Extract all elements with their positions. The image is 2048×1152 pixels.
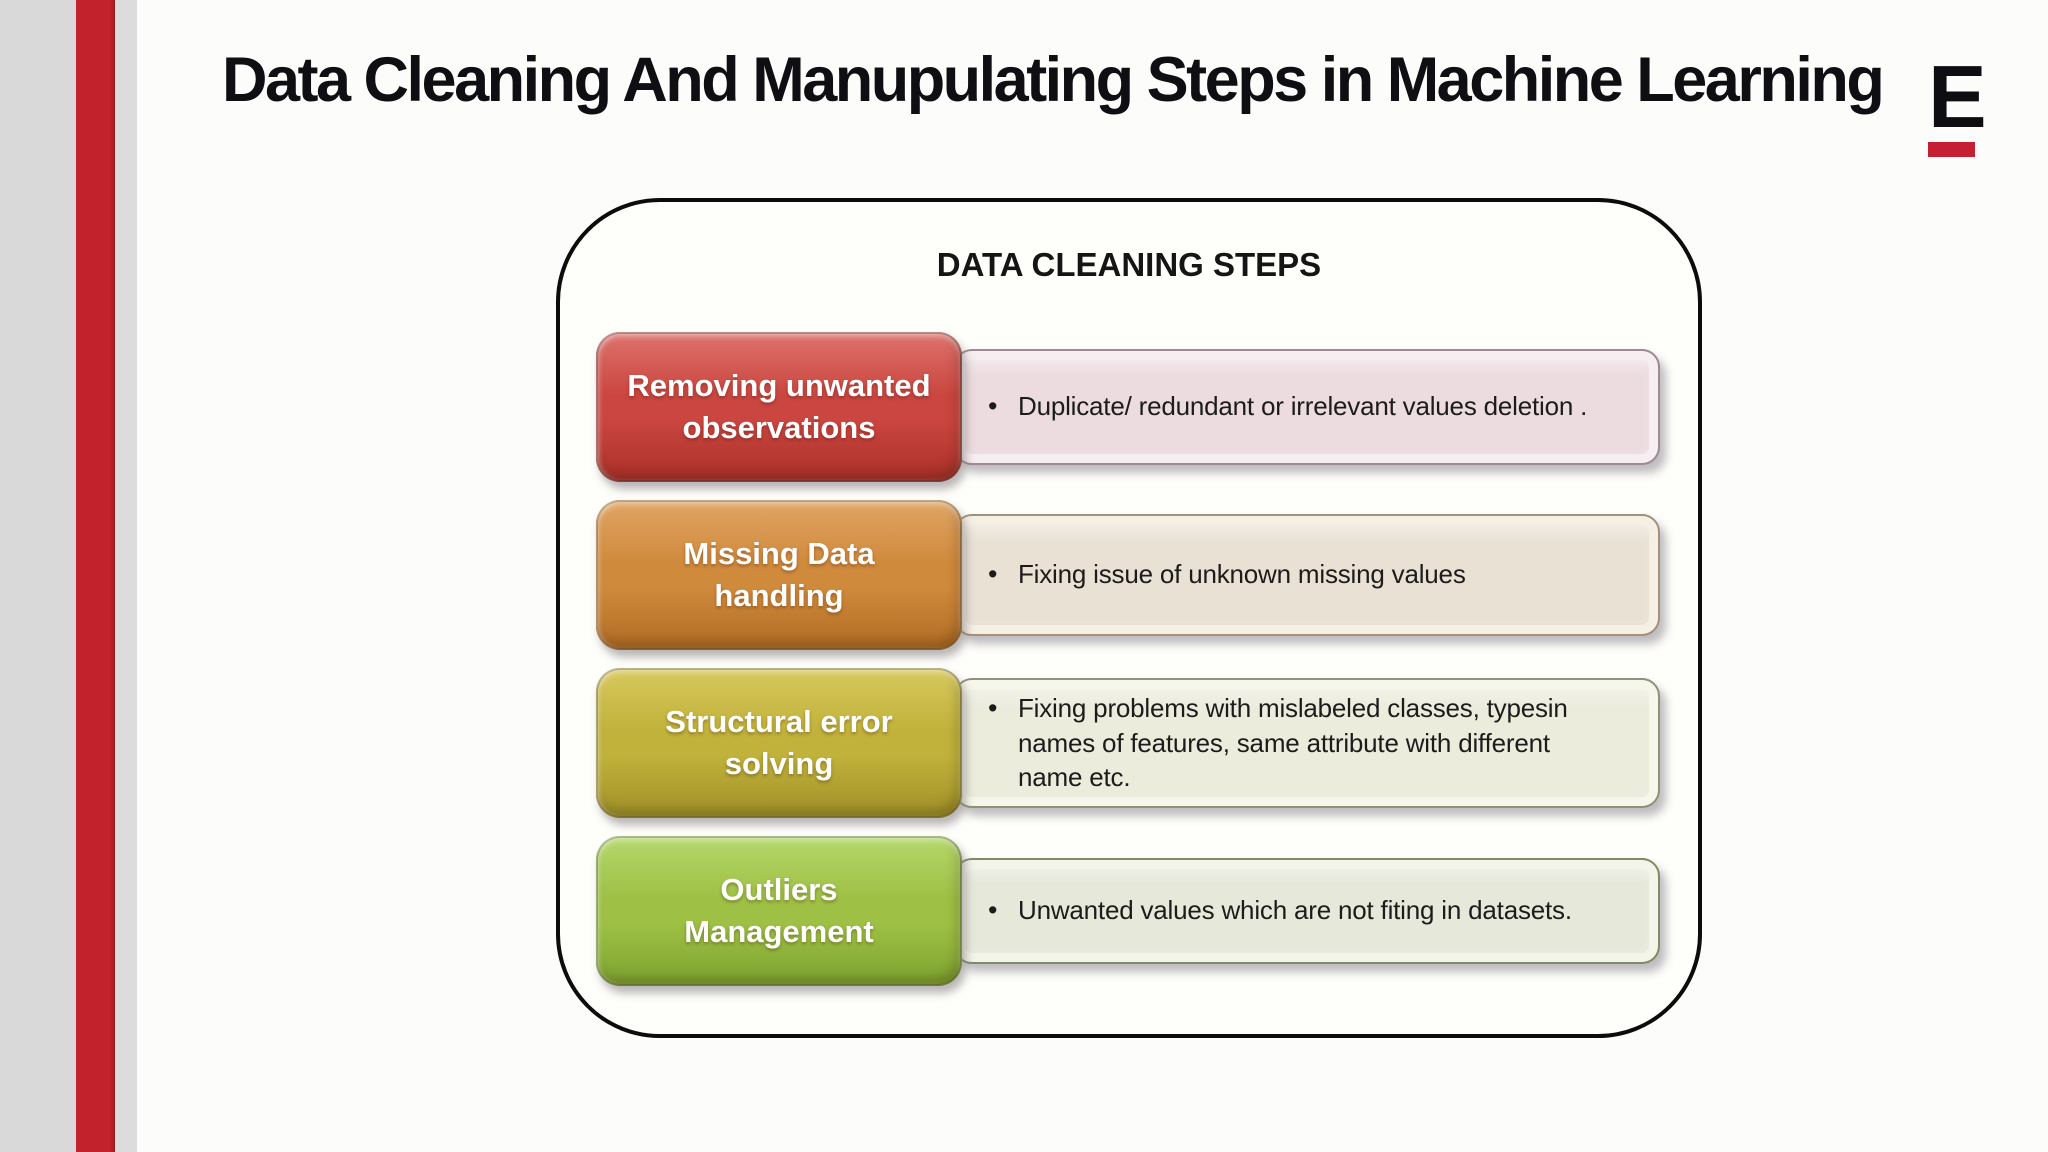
red-accent-stripe	[76, 0, 115, 1152]
description-line: • Fixing issue of unknown missing values	[988, 557, 1466, 592]
step-button: Removing unwanted observations	[596, 332, 962, 482]
description-text: Duplicate/ redundant or irrelevant value…	[1018, 391, 1588, 422]
step-row-removing-unwanted-observations: Removing unwanted observations • Duplica…	[560, 332, 1698, 482]
step-label: Outliers Management	[684, 872, 874, 949]
step-description-plate: • Duplicate/ redundant or irrelevant val…	[954, 349, 1660, 465]
inner-margin-stripe	[115, 0, 137, 1152]
step-button: Outliers Management	[596, 836, 962, 986]
bullet-icon: •	[988, 895, 998, 926]
step-description-plate: • Fixing problems with mislabeled classe…	[954, 678, 1660, 808]
step-row-outliers-management: Outliers Management • Unwanted values wh…	[560, 836, 1698, 986]
logo-letter-icon: E	[1928, 47, 1987, 146]
left-margin-stripe	[0, 0, 76, 1152]
description-text: Unwanted values which are not fiting in …	[1018, 895, 1572, 926]
description-line: • Duplicate/ redundant or irrelevant val…	[988, 389, 1587, 424]
data-cleaning-steps-panel: DATA CLEANING STEPS Removing unwanted ob…	[556, 198, 1702, 1038]
step-label: Structural error solving	[665, 704, 893, 781]
description-line: • Unwanted values which are not fiting i…	[988, 893, 1572, 928]
bullet-icon: •	[988, 692, 998, 723]
panel-title: DATA CLEANING STEPS	[936, 246, 1322, 283]
bullet-icon: •	[988, 391, 998, 422]
page-title: Data Cleaning And Manupulating Steps in …	[222, 45, 1885, 115]
step-row-structural-error-solving: Structural error solving • Fixing proble…	[560, 668, 1698, 818]
logo-underline	[1928, 141, 1975, 157]
step-row-missing-data-handling: Missing Data handling • Fixing issue of …	[560, 500, 1698, 650]
step-description-plate: • Unwanted values which are not fiting i…	[954, 858, 1660, 964]
step-label: Removing unwanted observations	[627, 368, 931, 445]
description-line: • Fixing problems with mislabeled classe…	[988, 691, 1568, 795]
step-description-plate: • Fixing issue of unknown missing values	[954, 514, 1660, 636]
step-button: Missing Data handling	[596, 500, 962, 650]
brand-logo: E	[1928, 47, 1987, 157]
description-text: Fixing problems with mislabeled classes,…	[1018, 692, 1568, 793]
bullet-icon: •	[988, 559, 998, 590]
step-label: Missing Data handling	[683, 536, 875, 613]
description-text: Fixing issue of unknown missing values	[1018, 559, 1466, 590]
step-button: Structural error solving	[596, 668, 962, 818]
